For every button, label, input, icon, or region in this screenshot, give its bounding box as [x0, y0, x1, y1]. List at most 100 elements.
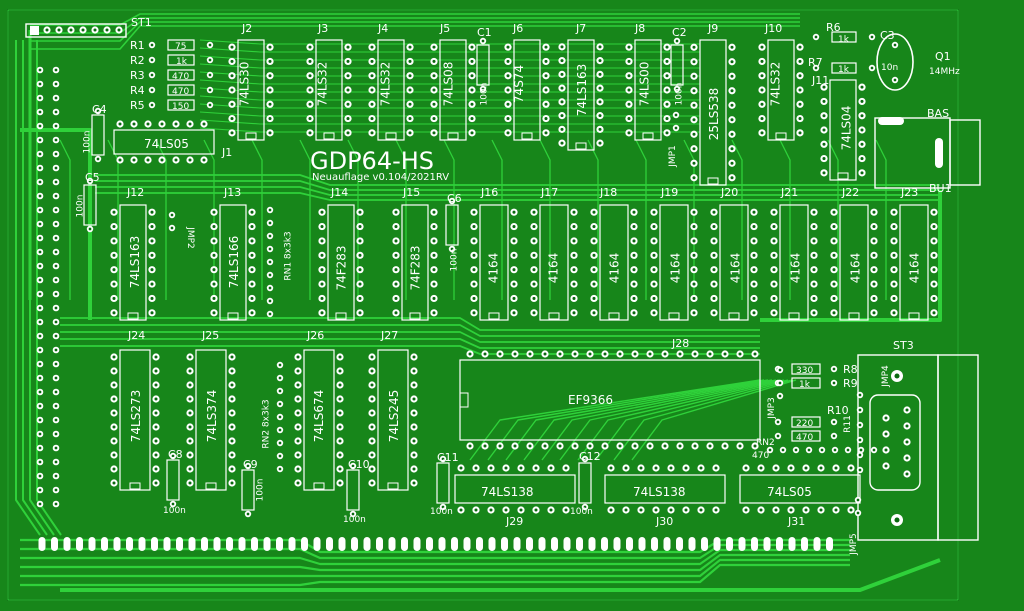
pad-drill: [118, 158, 122, 162]
pad-drill: [819, 466, 823, 470]
pad-drill: [470, 131, 474, 135]
pad-drill: [38, 152, 42, 156]
value-c8: 100n: [163, 506, 186, 516]
pad-drill: [832, 239, 836, 243]
route-trace: [587, 139, 599, 300]
pad-drill: [603, 444, 607, 448]
pad-drill: [639, 508, 643, 512]
pad-drill: [812, 282, 816, 286]
chip-j7-label: 74LS163: [575, 63, 590, 117]
pad-drill: [278, 389, 282, 393]
pad-drill: [760, 131, 764, 135]
pad-drill: [712, 282, 716, 286]
pad-drill: [346, 88, 350, 92]
route-trace: [539, 139, 551, 300]
pad-drill: [38, 180, 42, 184]
pad-drill: [432, 88, 436, 92]
value-c1: 100n: [479, 82, 490, 106]
pad-drill: [370, 369, 374, 373]
pad-drill: [738, 444, 742, 448]
pad-drill: [296, 481, 300, 485]
pad-drill: [794, 448, 798, 452]
pad-drill: [358, 253, 362, 257]
pad-drill: [412, 439, 416, 443]
pad-drill: [884, 464, 888, 468]
pad-drill: [268, 299, 272, 303]
edge-connector-pad: [776, 537, 783, 551]
pad-drill: [544, 131, 548, 135]
pin1-notch: [409, 312, 421, 320]
pad-drill: [118, 122, 122, 126]
edge-connector-pad: [288, 537, 296, 551]
pad-drill: [692, 132, 696, 136]
value-r6: 1k: [838, 35, 849, 45]
pad-drill: [872, 448, 876, 452]
route-trace: [875, 139, 887, 300]
pad-drill: [723, 352, 727, 356]
edge-connector-pad: [301, 537, 308, 551]
pad-drill: [506, 117, 510, 121]
pad-drill: [38, 418, 42, 422]
pin1-notch: [848, 312, 860, 320]
pad-drill: [150, 103, 154, 107]
pad-drill: [54, 306, 58, 310]
pad-drill: [150, 253, 154, 257]
pad-drill: [832, 311, 836, 315]
pad-drill: [296, 355, 300, 359]
pad-drill: [160, 122, 164, 126]
pad-drill: [512, 210, 516, 214]
pad-drill: [212, 225, 216, 229]
pad-drill: [154, 467, 158, 471]
pad-drill: [506, 88, 510, 92]
edge-connector-pad: [513, 537, 521, 551]
pad-drill: [506, 74, 510, 78]
edge-connector-pad: [226, 537, 233, 551]
bus-trace: [60, 317, 760, 331]
pad-drill: [822, 157, 826, 161]
pad-drill: [512, 311, 516, 315]
edge-connector-pad: [701, 537, 708, 551]
pad-drill: [627, 74, 631, 78]
pad-drill: [506, 102, 510, 106]
route-trace: [613, 379, 793, 461]
bus-trace: [30, 13, 800, 26]
pad-drill: [212, 296, 216, 300]
pad-drill: [519, 508, 523, 512]
pad-drill: [532, 296, 536, 300]
pad-drill: [230, 369, 234, 373]
pad-drill: [150, 311, 154, 315]
edge-connector-pad: [401, 537, 408, 551]
pad-drill: [592, 268, 596, 272]
pad-drill: [268, 273, 272, 277]
pad-drill: [892, 282, 896, 286]
pad-drill: [812, 311, 816, 315]
pad-drill: [268, 117, 272, 121]
route-trace: [199, 63, 700, 69]
ref-j5: J5: [440, 22, 451, 35]
capacitor-body: [578, 462, 592, 504]
ref-j23: J23: [901, 186, 919, 199]
ref-c9: C9: [243, 458, 258, 471]
pad-drill: [772, 268, 776, 272]
pad-drill: [112, 481, 116, 485]
pad-drill: [814, 35, 818, 39]
value-c3: 10n: [881, 63, 899, 73]
pin1-notch: [205, 482, 217, 490]
chip-j28-label: EF9366: [568, 393, 614, 407]
pad-drill: [807, 448, 811, 452]
pad-drill: [278, 428, 282, 432]
pad-drill: [93, 28, 97, 32]
pad-drill: [432, 282, 436, 286]
chip-j30-body: [604, 474, 726, 504]
chip-j26-body: [303, 349, 335, 491]
pad-drill: [627, 131, 631, 135]
bus-trace: [20, 563, 850, 587]
pad-drill: [474, 508, 478, 512]
pad-drill: [296, 411, 300, 415]
pad-drill: [760, 102, 764, 106]
chip-j25-body: [195, 349, 227, 491]
pad-drill: [804, 466, 808, 470]
pad-drill: [759, 508, 763, 512]
chip-j12-body: [119, 204, 147, 321]
route-trace: [203, 139, 215, 300]
